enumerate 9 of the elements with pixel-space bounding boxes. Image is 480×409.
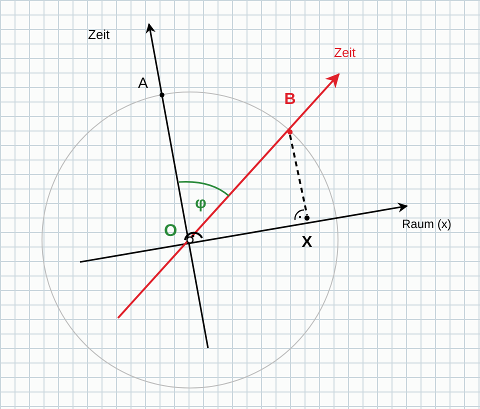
axis-label: Zeit <box>88 28 110 41</box>
axis-label: Zeit <box>334 46 356 59</box>
axis-label: φ <box>195 196 206 212</box>
point-label: B <box>284 92 296 108</box>
axis-label: A <box>138 76 148 91</box>
axis-label: O <box>164 222 178 239</box>
point-label: X <box>302 235 312 251</box>
axis-label: Raum (x) <box>402 218 452 230</box>
dashed-line <box>289 134 308 216</box>
